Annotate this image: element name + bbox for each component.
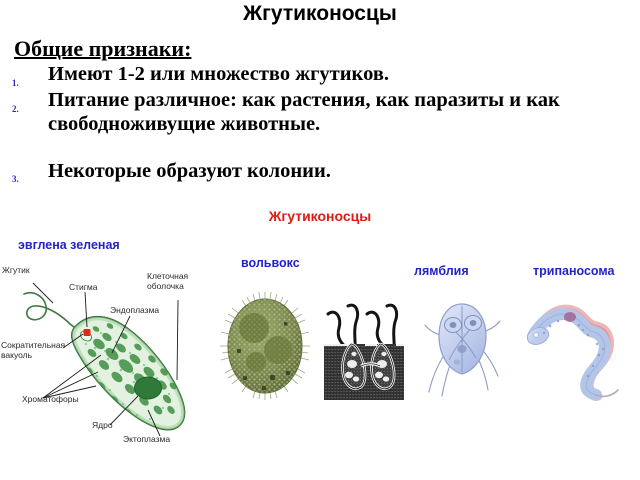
flagellate-micrograph xyxy=(320,292,408,404)
euglena-label-stigma: Стигма xyxy=(69,282,98,292)
euglena-label-cell-membrane-line1: Клеточная xyxy=(147,271,189,281)
euglena-label-cell-membrane-line2: оболочка xyxy=(147,281,184,291)
trypanosoma-illustration xyxy=(524,292,624,404)
lamblia-illustration xyxy=(420,292,504,404)
species-label-euglena: эвглена зеленая xyxy=(18,238,120,252)
page-title: Жгутиконосцы xyxy=(243,2,397,25)
euglena-label-chromatophores: Хроматофоры xyxy=(22,394,79,404)
list-item-text: Питание различное: как растения, как пар… xyxy=(48,89,560,135)
general-features-list: 1. Имеют 1-2 или множество жгутиков. 2. … xyxy=(12,62,628,185)
euglena-label-contractile-vacuole-line2: вакуоль xyxy=(1,350,33,360)
species-label-trypanosoma: трипаносома xyxy=(533,264,615,278)
species-label-volvox: вольвокс xyxy=(241,256,300,270)
list-item-text: Имеют 1-2 или множество жгутиков. xyxy=(48,63,390,85)
figure-heading: Жгутиконосцы xyxy=(268,208,372,224)
list-item-number: 1. xyxy=(12,78,19,88)
list-item-text: Некоторые образуют колонии. xyxy=(48,160,331,182)
list-item: 1. Имеют 1-2 или множество жгутиков. xyxy=(12,62,628,88)
euglena-label-flagellum: Жгутик xyxy=(2,265,30,275)
euglena-label-ectoplasm: Эктоплазма xyxy=(123,434,171,444)
list-item-number: 3. xyxy=(12,174,19,184)
section-subheading: Общие признаки: xyxy=(14,36,192,61)
list-item-number: 2. xyxy=(12,104,19,114)
euglena-diagram: Жгутик Стигма Клеточная оболочка Эндопла… xyxy=(0,258,200,473)
euglena-label-contractile-vacuole-line1: Сократительная xyxy=(1,340,66,350)
volvox-illustration xyxy=(218,288,313,406)
euglena-label-endoplasm: Эндоплазма xyxy=(110,305,160,315)
euglena-label-nucleus: Ядро xyxy=(92,420,113,430)
species-label-lamblia: лямблия xyxy=(414,264,469,278)
euglena-illustration xyxy=(23,282,186,437)
list-item: 3. Некоторые образуют колонии. xyxy=(12,159,628,184)
list-item: 2. Питание различное: как растения, как … xyxy=(12,88,628,136)
